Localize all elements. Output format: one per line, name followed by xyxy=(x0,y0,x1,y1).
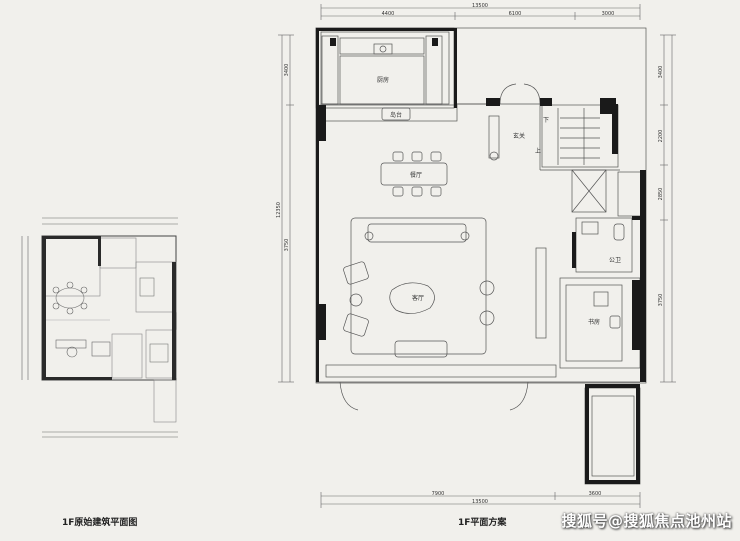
dim-bottom-total: 13500 xyxy=(472,499,488,505)
dim-left-seg1: 3400 xyxy=(284,64,290,77)
dim-top-seg2: 6100 xyxy=(509,11,522,17)
right-dimensions xyxy=(660,34,676,383)
dim-top-seg3: 3000 xyxy=(602,11,615,17)
dim-left-total: 12350 xyxy=(276,202,282,218)
original-plan-walls xyxy=(42,236,176,380)
label-kitchen: 厨房 xyxy=(377,76,389,84)
label-dining: 餐厅 xyxy=(410,171,422,179)
room-outlines xyxy=(315,27,647,485)
label-stair-up: 上 xyxy=(535,147,541,155)
label-living: 客厅 xyxy=(412,294,424,302)
dim-left-seg2: 3750 xyxy=(284,239,290,252)
bottom-dimensions xyxy=(320,492,641,508)
dim-right-seg3: 2850 xyxy=(658,188,664,201)
left-dimensions xyxy=(278,34,294,383)
furniture xyxy=(339,43,625,411)
label-entry: 玄关 xyxy=(513,132,525,140)
original-plan xyxy=(21,217,178,438)
dim-right-seg2: 2200 xyxy=(658,130,664,143)
dim-top-seg1: 4400 xyxy=(382,11,395,17)
dim-bottom-seg1: 7900 xyxy=(432,491,445,497)
caption-original-plan: 1F原始建筑平面图 xyxy=(62,518,138,528)
dim-right-seg4: 3750 xyxy=(658,294,664,307)
top-dimensions xyxy=(320,4,641,20)
watermark: 搜狐号@搜狐焦点池州站 xyxy=(561,512,732,530)
dim-right-seg1: 3400 xyxy=(658,66,664,79)
dim-top-total: 13500 xyxy=(472,3,488,9)
label-study: 书房 xyxy=(588,318,600,326)
label-island: 岛台 xyxy=(390,111,402,119)
label-stair-down: 下 xyxy=(543,117,549,124)
label-bath: 公卫 xyxy=(609,257,621,264)
dim-bottom-seg2: 3600 xyxy=(589,491,602,497)
walls xyxy=(316,28,646,484)
caption-new-plan: 1F平面方案 xyxy=(458,518,507,528)
